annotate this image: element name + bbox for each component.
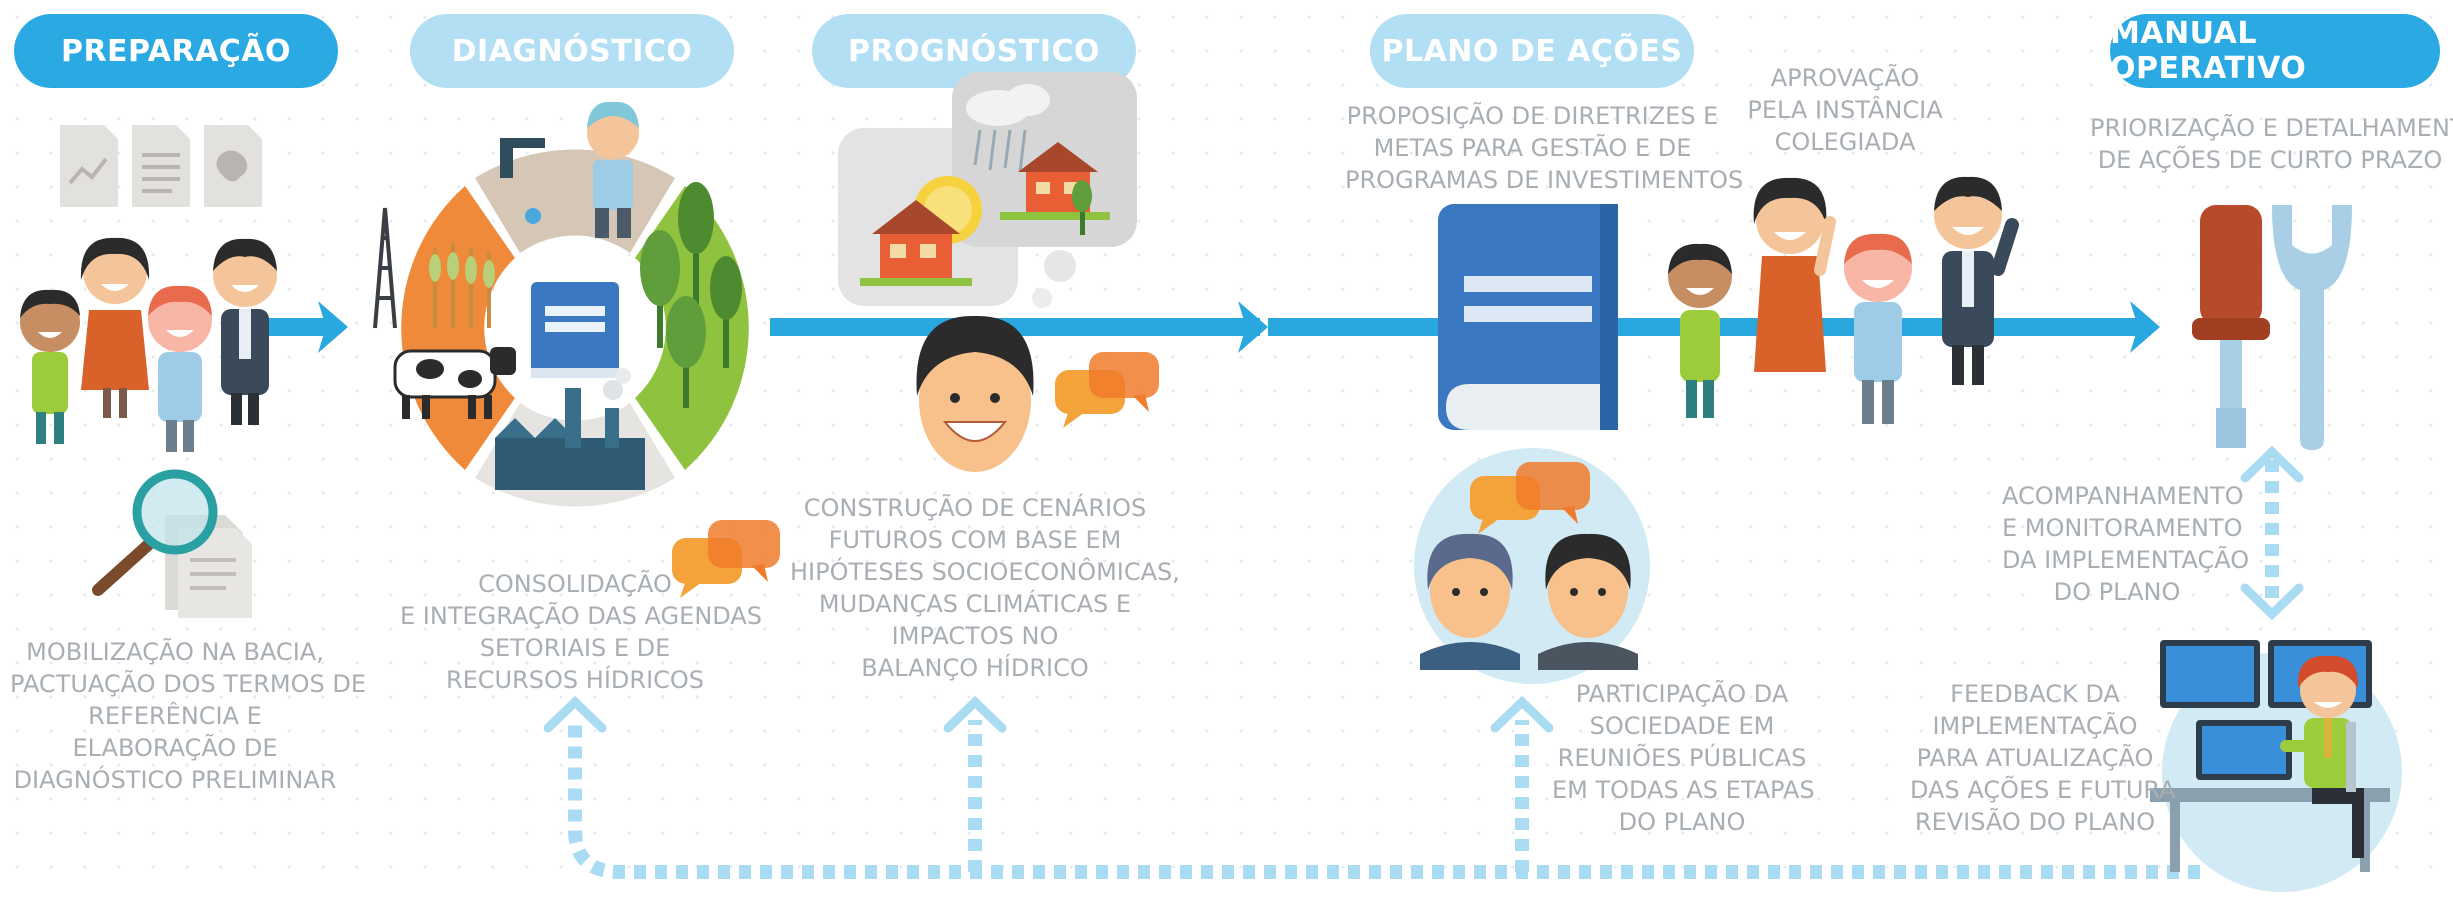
caption-preparacao: MOBILIZAÇÃO NA BACIA, PACTUAÇÃO DOS TERM…: [10, 638, 367, 794]
meeting-icon: [1414, 448, 1650, 684]
feedback-loop-arrow: [568, 460, 2279, 879]
stage-plano-de-acoes: PLANO DE AÇÕES: [1370, 14, 1694, 88]
caption-acompanhamento: ACOMPANHAMENTO E MONITORAMENTO DA IMPLEM…: [2002, 482, 2250, 606]
diagnostic-wheel-icon: [373, 101, 749, 507]
stage-preparacao: PREPARAÇÃO: [14, 14, 338, 88]
wrench-icon: [2272, 205, 2352, 450]
caption-diagnostico: CONSOLIDAÇÃO E INTEGRAÇÃO DAS AGENDAS SE…: [400, 570, 762, 694]
book-icon: [1438, 204, 1618, 430]
people-group-icon: [20, 237, 277, 452]
face-icon: [916, 315, 1034, 472]
caption-aprovacao: APROVAÇÃO PELA INSTÂNCIA COLEGIADA: [1747, 64, 1943, 156]
operator-workstation-icon: [2150, 640, 2402, 892]
people-group-icon: [1668, 176, 2019, 424]
speech-bubbles-icon: [1055, 352, 1159, 428]
scenario-clouds-icon: [838, 72, 1137, 308]
caption-participacao: PARTICIPAÇÃO DA SOCIEDADE EM REUNIÕES PÚ…: [1552, 680, 1815, 836]
caption-feedback: FEEDBACK DA IMPLEMENTAÇÃO PARA ATUALIZAÇ…: [1910, 680, 2176, 836]
caption-manual: PRIORIZAÇÃO E DETALHAMENTO DE AÇÕES DE C…: [2090, 114, 2453, 174]
caption-plano: PROPOSIÇÃO DE DIRETRIZES E METAS PARA GE…: [1345, 102, 1744, 194]
stage-diagnostico: DIAGNÓSTICO: [410, 14, 734, 88]
magnifier-icon: [92, 469, 252, 618]
caption-prognostico: CONSTRUÇÃO DE CENÁRIOS FUTUROS COM BASE …: [790, 494, 1180, 682]
speech-bubbles-icon: [672, 520, 780, 598]
stage-manual-operativo: MANUAL OPERATIVO: [2110, 14, 2440, 88]
screwdriver-icon: [2192, 205, 2270, 448]
document-icon: [60, 125, 262, 207]
